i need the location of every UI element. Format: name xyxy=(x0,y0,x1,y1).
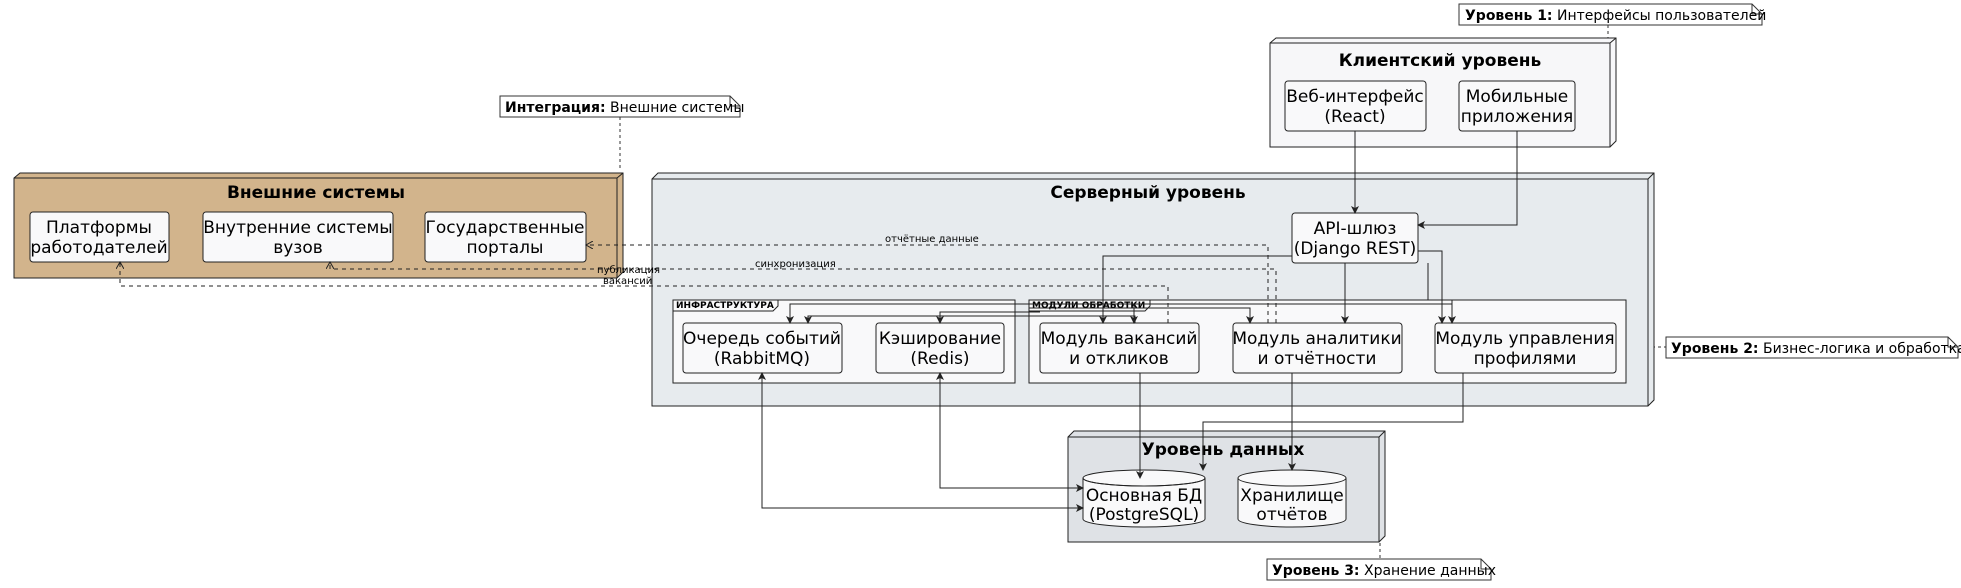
note-level2-bold: Уровень 2: xyxy=(1671,341,1759,357)
svg-text:Внутренние системы: Внутренние системы xyxy=(203,218,392,238)
db-main-postgresql: Основная БД (PostgreSQL) xyxy=(1082,469,1206,528)
note-level1: Уровень 1: Интерфейсы пользователей xyxy=(1458,3,1766,26)
svg-text:Основная БД: Основная БД xyxy=(1086,486,1202,506)
node-data: Уровень данных Основная БД (PostgreSQL) … xyxy=(1067,430,1386,543)
svg-text:(RabbitMQ): (RabbitMQ) xyxy=(714,349,810,369)
dashed-edges xyxy=(120,245,1277,323)
note-level1-text: Интерфейсы пользователей xyxy=(1553,8,1767,24)
svg-text:API-шлюз: API-шлюз xyxy=(1314,219,1397,239)
svg-text:Уровень 2: Бизнес-логика и обр: Уровень 2: Бизнес-логика и обработка xyxy=(1671,341,1961,357)
edges xyxy=(758,131,1518,512)
frame-infrastructure: ИНФРАСТРУКТУРА Очередь событий (RabbitMQ… xyxy=(672,299,1016,384)
edge-sync-university xyxy=(330,262,1277,323)
svg-text:Платформы: Платформы xyxy=(46,218,152,238)
svg-text:Хранилище: Хранилище xyxy=(1240,486,1343,506)
box-api-gateway: API-шлюз (Django REST) xyxy=(1291,212,1419,264)
svg-text:Уровень 1: Интерфейсы пользова: Уровень 1: Интерфейсы пользователей xyxy=(1465,8,1766,24)
frame-processing-modules: МОДУЛИ ОБРАБОТКИ Модуль вакансий и откли… xyxy=(1028,299,1627,384)
db-reports-storage: Хранилище отчётов xyxy=(1237,469,1347,528)
note-level3: Уровень 3: Хранение данных xyxy=(1266,558,1496,581)
svg-text:приложения: приложения xyxy=(1461,107,1573,127)
box-university-systems: Внутренние системы вузов xyxy=(202,211,394,263)
box-profiles-module: Модуль управления профилями xyxy=(1434,322,1617,374)
svg-text:порталы: порталы xyxy=(467,238,544,258)
edge-api-to-profiles-1 xyxy=(1418,250,1446,324)
edge-label-reports-data: отчётные данные xyxy=(885,234,979,245)
edge-api-to-vacancies xyxy=(1099,255,1292,324)
data-title: Уровень данных xyxy=(1142,440,1305,460)
edge-analytics-to-gov xyxy=(586,245,1269,323)
box-mobile-apps: Мобильные приложения xyxy=(1458,80,1576,132)
svg-text:и отчётности: и отчётности xyxy=(1258,349,1377,369)
note-level2-text: Бизнес-логика и обработка xyxy=(1759,341,1961,357)
server-title: Серверный уровень xyxy=(1050,183,1245,203)
node-client: Клиентский уровень Веб-интерфейс (React)… xyxy=(1269,37,1617,148)
note-integration: Интеграция: Внешние системы xyxy=(499,95,744,118)
box-event-queue: Очередь событий (RabbitMQ) xyxy=(682,322,843,374)
svg-text:Модуль управления: Модуль управления xyxy=(1435,329,1614,349)
svg-text:профилями: профилями xyxy=(1474,349,1577,369)
edge-label-publish-2: вакансий xyxy=(603,276,652,287)
box-web-interface: Веб-интерфейс (React) xyxy=(1284,80,1427,132)
edge-mobile-to-api xyxy=(1417,131,1518,229)
svg-text:(PostgreSQL): (PostgreSQL) xyxy=(1089,505,1199,525)
svg-text:и откликов: и откликов xyxy=(1069,349,1169,369)
svg-text:Модуль вакансий: Модуль вакансий xyxy=(1041,329,1198,349)
box-government-portals: Государственные порталы xyxy=(424,211,587,263)
svg-text:(React): (React) xyxy=(1324,107,1385,127)
node-external: Внешние системы Платформы работодателей … xyxy=(13,172,624,279)
edge-to-analytics xyxy=(1029,307,1254,324)
edge-api-to-profiles-2 xyxy=(1427,263,1456,324)
svg-text:Интеграция: Внешние системы: Интеграция: Внешние системы xyxy=(505,100,744,116)
note-integration-text: Внешние системы xyxy=(606,100,745,116)
client-title: Клиентский уровень xyxy=(1339,51,1541,71)
svg-text:вузов: вузов xyxy=(273,238,323,258)
box-vacancies-module: Модуль вакансий и откликов xyxy=(1039,322,1200,374)
note-integration-bold: Интеграция: xyxy=(505,100,606,116)
edge-queue-db xyxy=(758,372,1084,512)
modules-title: МОДУЛИ ОБРАБОТКИ xyxy=(1032,301,1145,311)
svg-text:Мобильные: Мобильные xyxy=(1466,87,1568,107)
svg-text:Модуль аналитики: Модуль аналитики xyxy=(1232,329,1401,349)
note-level1-bold: Уровень 1: xyxy=(1465,8,1553,24)
svg-text:Уровень 3: Хранение данных: Уровень 3: Хранение данных xyxy=(1272,563,1496,579)
svg-text:(Redis): (Redis) xyxy=(910,349,969,369)
note-level2: Уровень 2: Бизнес-логика и обработка xyxy=(1665,336,1961,359)
node-server: Серверный уровень API-шлюз (Django REST)… xyxy=(651,172,1655,407)
infra-title: ИНФРАСТРУКТУРА xyxy=(676,301,774,311)
svg-text:(Django REST): (Django REST) xyxy=(1294,239,1417,259)
svg-text:Кэширование: Кэширование xyxy=(879,329,1001,349)
svg-text:отчётов: отчётов xyxy=(1256,505,1327,525)
box-employer-platforms: Платформы работодателей xyxy=(29,211,170,263)
edge-to-queue xyxy=(786,300,1453,324)
edge-profiles-to-db xyxy=(1199,373,1464,471)
svg-text:работодателей: работодателей xyxy=(30,238,167,258)
edge-publish-employers xyxy=(120,262,1169,323)
edge-label-sync: синхронизация xyxy=(755,259,836,270)
note-level3-bold: Уровень 3: xyxy=(1272,563,1360,579)
box-analytics-module: Модуль аналитики и отчётности xyxy=(1232,322,1403,374)
svg-text:Государственные: Государственные xyxy=(426,218,585,238)
box-cache: Кэширование (Redis) xyxy=(875,322,1005,374)
svg-text:Очередь событий: Очередь событий xyxy=(683,329,841,349)
edge-cache-db xyxy=(936,372,1084,492)
edge-vacancies-to-cache xyxy=(936,311,1040,324)
svg-text:Веб-интерфейс: Веб-интерфейс xyxy=(1286,87,1423,107)
note-level3-text: Хранение данных xyxy=(1360,563,1497,579)
external-title: Внешние системы xyxy=(227,183,405,203)
edge-label-publish-1: публикация xyxy=(597,265,660,276)
